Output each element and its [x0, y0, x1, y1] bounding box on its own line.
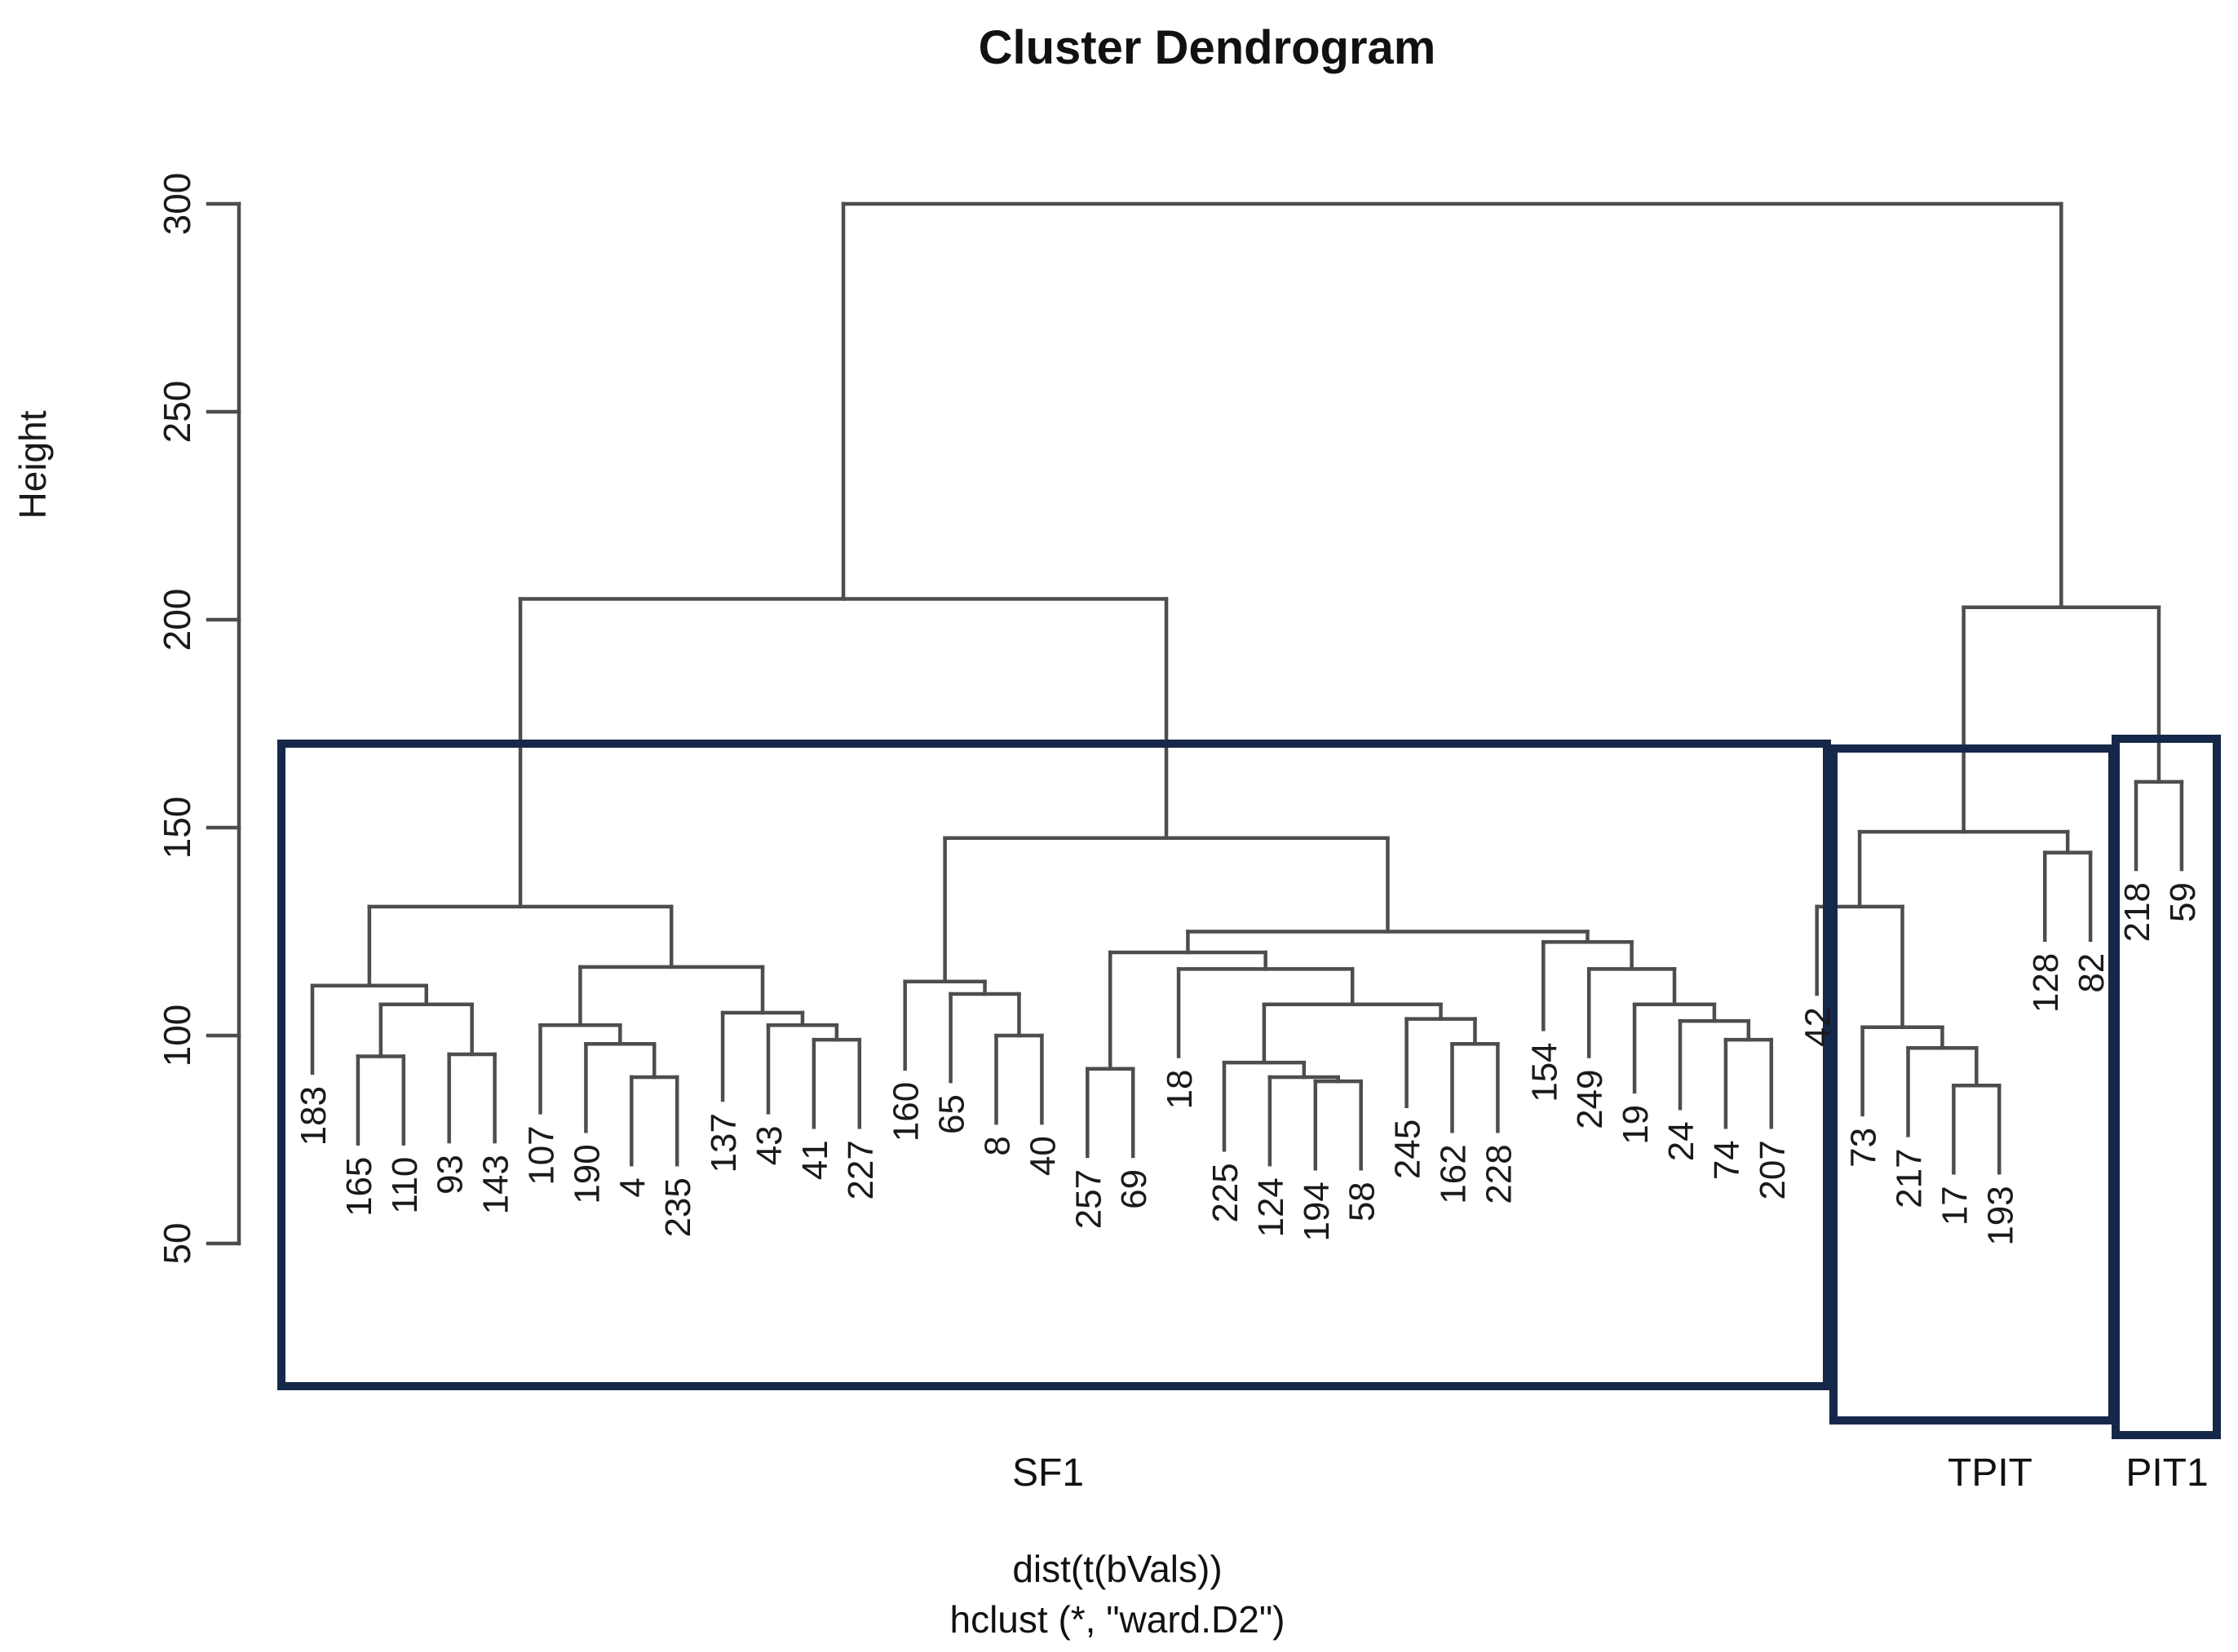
leaf-label: 42	[1798, 1007, 1838, 1047]
leaf-label: 65	[932, 1094, 972, 1134]
leaf-label: 43	[750, 1125, 789, 1165]
leaf-label: 245	[1388, 1120, 1428, 1179]
leaf-label: 137	[704, 1113, 744, 1173]
leaf-label: 40	[1023, 1136, 1063, 1176]
y-axis: 50 100 150 200 250 300	[156, 173, 241, 1265]
leaf-label: 19	[1616, 1105, 1656, 1145]
leaf-label: 162	[1434, 1144, 1474, 1204]
leaf-label: 41	[795, 1140, 835, 1180]
leaf-label: 227	[841, 1140, 881, 1199]
y-axis-tick-label: 50	[156, 1222, 198, 1264]
y-axis-tick-label: 200	[156, 589, 198, 652]
cluster-name-sf1: SF1	[1012, 1451, 1084, 1495]
cluster-boxes	[277, 735, 2221, 1439]
cluster-box-sf1	[277, 740, 1831, 1390]
y-axis-title: Height	[11, 410, 54, 519]
leaf-label: 218	[2117, 882, 2157, 942]
caption-distance: dist(t(bVals))	[1012, 1548, 1222, 1590]
y-axis-tick-label: 300	[156, 173, 198, 236]
leaf-label: 59	[2163, 882, 2203, 922]
leaf-label: 143	[476, 1155, 516, 1214]
leaf-label: 82	[2072, 953, 2112, 993]
leaf-label: 17	[1935, 1186, 1975, 1226]
leaf-label: 249	[1570, 1070, 1610, 1129]
leaf-label: 8	[978, 1136, 1018, 1155]
leaf-label: 18	[1160, 1070, 1200, 1110]
leaf-label: 69	[1114, 1169, 1154, 1209]
leaf-label: 183	[294, 1086, 334, 1146]
leaf-label: 190	[567, 1144, 607, 1204]
leaf-label: 58	[1342, 1182, 1382, 1221]
leaf-label: 217	[1890, 1148, 1930, 1208]
cluster-name-tpit: TPIT	[1948, 1451, 2032, 1495]
leaf-label: 154	[1524, 1042, 1564, 1102]
cluster-box-pit1	[2112, 735, 2221, 1439]
leaf-label: 257	[1068, 1169, 1108, 1229]
leaf-label: 93	[431, 1155, 471, 1195]
page-title: Cluster Dendrogram	[979, 21, 1436, 74]
y-axis-tick-label: 250	[156, 381, 198, 444]
leaf-label: 128	[2026, 953, 2066, 1013]
leaf-label: 73	[1844, 1128, 1884, 1168]
leaf-label: 225	[1205, 1163, 1245, 1222]
leaf-label: 110	[385, 1157, 425, 1214]
leaf-label: 228	[1479, 1144, 1519, 1204]
y-axis-tick-label: 150	[156, 797, 198, 859]
dendrogram-tree	[310, 201, 2184, 1175]
leaf-label: 165	[339, 1157, 379, 1217]
leaf-label: 74	[1707, 1140, 1747, 1180]
leaf-label: 124	[1251, 1177, 1291, 1237]
leaf-label: 193	[1980, 1186, 2020, 1245]
leaf-label: 24	[1661, 1121, 1701, 1161]
leaf-label: 160	[887, 1082, 927, 1142]
cluster-label-group: SF1 TPIT PIT1	[1012, 1451, 2209, 1495]
leaf-label: 4	[613, 1177, 652, 1197]
y-axis-tick-label: 100	[156, 1005, 198, 1067]
leaf-label: 107	[522, 1125, 562, 1185]
leaf-label: 235	[658, 1177, 698, 1237]
caption-method: hclust (*, "ward.D2")	[950, 1598, 1285, 1641]
leaf-label: 207	[1753, 1140, 1793, 1199]
cluster-name-pit1: PIT1	[2125, 1451, 2208, 1495]
leaf-label: 194	[1297, 1182, 1337, 1241]
